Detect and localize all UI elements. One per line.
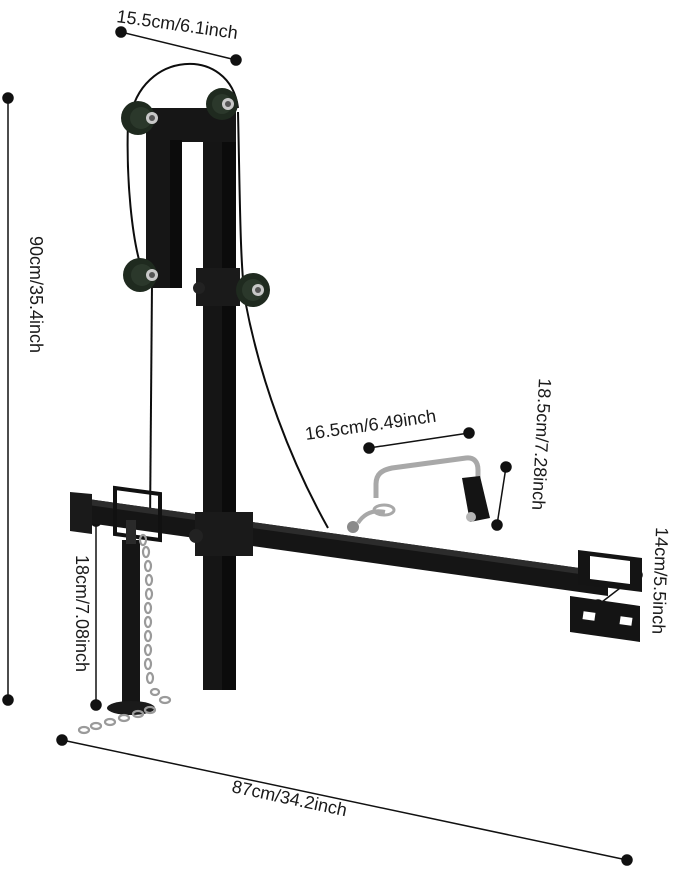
pulley-lower-left (123, 258, 158, 292)
handle-width-label: 16.5cm/6.49inch (304, 406, 438, 444)
main-column (146, 108, 253, 690)
post-height-label: 18cm/7.08inch (72, 555, 92, 672)
base-beam (70, 485, 642, 642)
pulley-top-left (121, 101, 158, 135)
pulley-top-right (206, 88, 238, 120)
pulley-lower-right (236, 273, 270, 307)
bracket-height-label: 14cm/5.5inch (648, 527, 672, 635)
total-height-label: 90cm/35.4inch (26, 236, 46, 353)
handle (347, 455, 490, 533)
base-length-label: 87cm/34.2inch (230, 776, 349, 820)
handle-height-label: 18.5cm/7.28inch (528, 378, 555, 511)
chain (77, 533, 172, 735)
floor-post (107, 520, 155, 715)
dimension-lines (2, 26, 643, 866)
top-width-label: 15.5cm/6.1inch (115, 6, 239, 43)
